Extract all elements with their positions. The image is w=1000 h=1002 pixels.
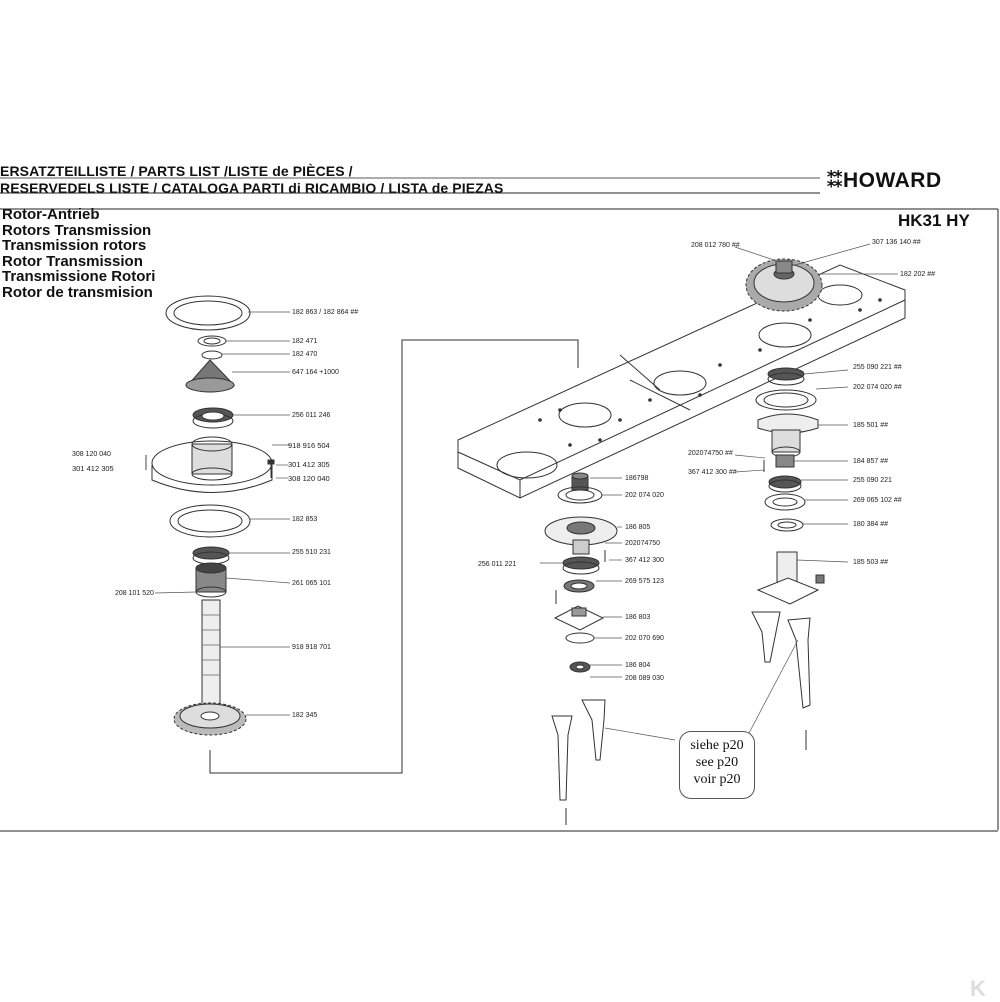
brand-name: HOWARD xyxy=(842,168,942,192)
part-label: 202 074 020 ## xyxy=(853,384,902,391)
model-number: HK31 HY xyxy=(898,211,970,230)
title-de: Rotor-Antrieb xyxy=(2,206,100,223)
part-label: 255 090 221 ## xyxy=(853,364,902,371)
part-label: 918 918 701 xyxy=(292,644,331,651)
title-en: Rotors Transmission xyxy=(2,221,152,239)
part-label: 180 384 ## xyxy=(853,521,888,528)
see-note-de: siehe p20 xyxy=(690,738,744,753)
part-label: 182 853 xyxy=(292,516,317,523)
part-label: 208 101 520 xyxy=(115,590,154,597)
part-label: 301 412 305 xyxy=(288,460,330,469)
part-label: 182 471 xyxy=(292,338,317,345)
title-es: Rotor de transmision xyxy=(2,283,153,301)
see-page-note: siehe p20 see p20 voir p20 xyxy=(679,731,755,799)
part-label: 182 202 ## xyxy=(900,271,935,278)
section-titles: Rotor-Antrieb Rotors Transmission Transm… xyxy=(2,207,155,300)
header-line-2: RESERVEDELS LISTE / CATALOGA PARTI di RI… xyxy=(0,180,504,196)
part-label: 255 090 221 xyxy=(853,477,892,484)
part-label: 261 065 101 xyxy=(292,580,331,587)
part-label: 202 074 020 xyxy=(625,492,664,499)
part-label: 367 412 300 ## xyxy=(688,469,737,476)
part-label: 647 164 +1000 xyxy=(292,369,339,376)
part-label: 182 345 xyxy=(292,712,317,719)
part-label: 182 863 / 182 864 ## xyxy=(292,309,358,316)
part-label: 255 510 231 xyxy=(292,549,331,556)
title-dk: Rotor Transmission xyxy=(2,252,143,270)
part-label: 918 916 504 xyxy=(288,441,330,450)
part-label: 202 070 690 xyxy=(625,635,664,642)
part-label: 186 803 xyxy=(625,614,650,621)
part-label: 208 089 030 xyxy=(625,675,664,682)
part-label: 186798 xyxy=(625,475,648,482)
part-label: 308 120 040 xyxy=(288,474,330,483)
see-note-en: see p20 xyxy=(695,755,739,770)
howard-logo: ⁑⁑ HOWARD xyxy=(826,168,942,193)
title-it: Transmissione Rotori xyxy=(2,268,156,285)
part-label: 186 805 xyxy=(625,524,650,531)
part-label: 301 412 305 xyxy=(72,464,114,473)
watermark-logo: K xyxy=(970,976,986,1001)
part-label: 269 065 102 ## xyxy=(853,497,902,504)
part-label: 202074750 ## xyxy=(688,450,733,457)
part-label: 185 503 ## xyxy=(853,559,888,566)
part-label: 185 501 ## xyxy=(853,422,888,429)
part-label: 184 857 ## xyxy=(853,458,888,465)
part-label: 269 575 123 xyxy=(625,578,664,585)
part-label: 186 804 xyxy=(625,662,650,669)
header-line-1: ERSATZTEILLISTE / PARTS LIST /LISTE de P… xyxy=(0,163,353,179)
part-label: 182 470 xyxy=(292,351,317,358)
howard-logo-mark-icon: ⁑⁑ xyxy=(826,169,844,192)
part-label: 256 011 221 xyxy=(478,561,517,568)
part-label: 307 136 140 ## xyxy=(872,239,921,246)
title-fr: Transmission rotors xyxy=(2,237,147,254)
part-label: 208 012 780 ## xyxy=(691,242,740,249)
part-label: 202074750 xyxy=(625,540,660,547)
part-label: 367 412 300 xyxy=(625,557,664,564)
see-note-fr: voir p20 xyxy=(693,772,741,787)
part-label: 308 120 040 xyxy=(72,451,111,458)
part-label: 256 011 246 xyxy=(292,412,331,419)
